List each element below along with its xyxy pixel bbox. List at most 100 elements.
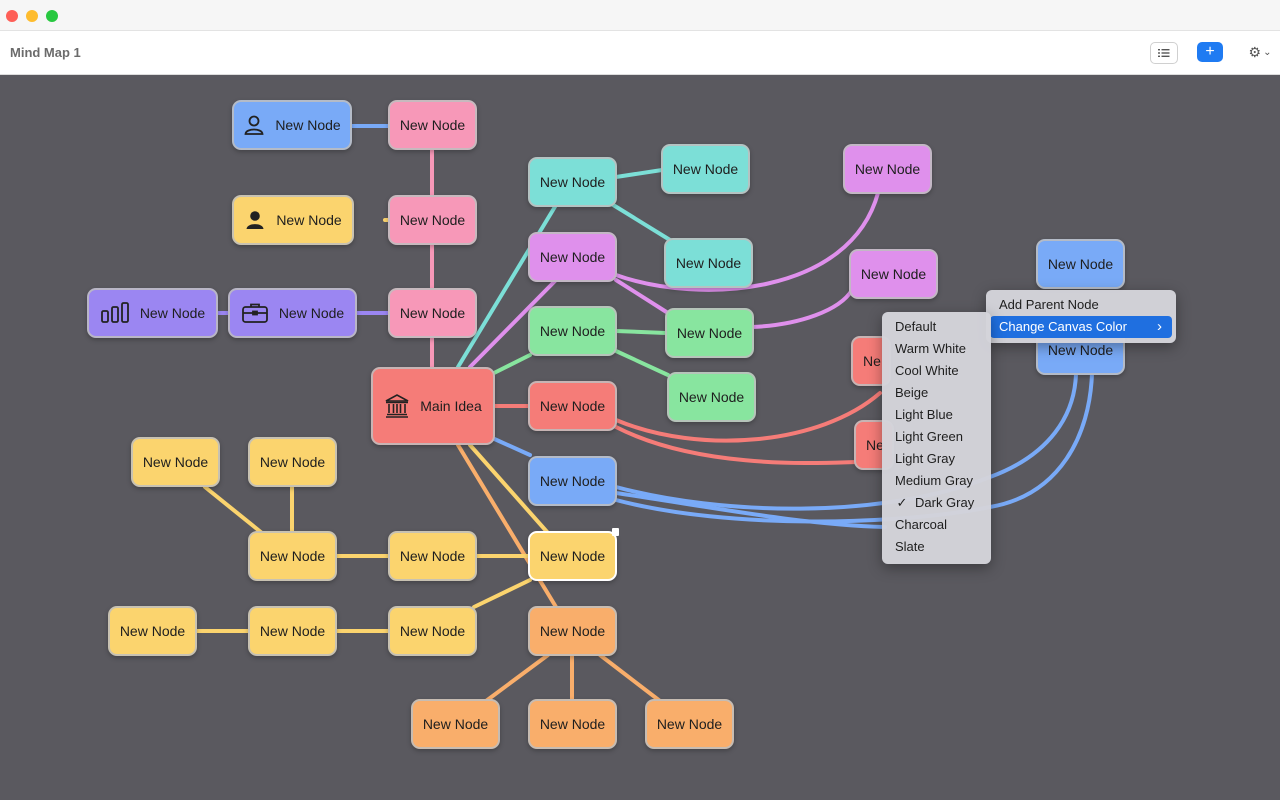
- node-cyan-3[interactable]: New Node: [664, 238, 753, 288]
- node-pink-1[interactable]: New Node: [388, 100, 477, 150]
- node-label: New Node: [399, 212, 466, 228]
- title-bar: [0, 0, 1280, 31]
- node-label: Ne: [863, 353, 881, 369]
- color-option-light-green[interactable]: Light Green: [882, 426, 991, 448]
- node-label: Ne: [866, 437, 884, 453]
- node-label: New Node: [275, 117, 341, 133]
- node-orange-1[interactable]: New Node: [528, 606, 617, 656]
- node-pink-2[interactable]: New Node: [388, 195, 477, 245]
- node-label: New Node: [399, 623, 466, 639]
- node-person-outline[interactable]: New Node: [232, 100, 352, 150]
- node-yellow-5[interactable]: New Node: [108, 606, 197, 656]
- node-orange-4[interactable]: New Node: [645, 699, 734, 749]
- bar-chart-icon: [100, 302, 130, 324]
- color-option-light-blue[interactable]: Light Blue: [882, 404, 991, 426]
- node-label: New Node: [422, 716, 489, 732]
- color-option-label: Default: [895, 319, 937, 334]
- node-label: New Node: [854, 161, 921, 177]
- zoom-button[interactable]: [46, 10, 58, 22]
- node-yellow-3[interactable]: New Node: [248, 531, 337, 581]
- color-option-default[interactable]: Default: [882, 316, 991, 338]
- color-option-medium-gray[interactable]: Medium Gray: [882, 470, 991, 492]
- chevron-down-icon: ⌄: [1263, 46, 1272, 58]
- briefcase-icon: [241, 302, 269, 324]
- node-label: New Node: [1047, 342, 1114, 358]
- node-orange-3[interactable]: New Node: [528, 699, 617, 749]
- node-label: New Node: [656, 716, 723, 732]
- node-label: New Node: [142, 454, 209, 470]
- node-label: Main Idea: [420, 398, 482, 414]
- node-label: New Node: [259, 454, 326, 470]
- node-cyan-2[interactable]: New Node: [661, 144, 750, 194]
- node-yellow-4[interactable]: New Node: [388, 531, 477, 581]
- node-label: New Node: [276, 212, 342, 228]
- node-yellow-2[interactable]: New Node: [248, 437, 337, 487]
- color-option-beige[interactable]: Beige: [882, 382, 991, 404]
- node-magenta-3[interactable]: New Node: [849, 249, 938, 299]
- outline-toggle-button[interactable]: [1150, 42, 1178, 64]
- node-label: New Node: [675, 255, 742, 271]
- node-label: New Node: [676, 325, 743, 341]
- node-blue-1[interactable]: New Node: [528, 456, 617, 506]
- menu-item-label: Change Canvas Color: [999, 319, 1127, 334]
- color-option-label: Light Gray: [895, 451, 955, 466]
- color-option-dark-gray[interactable]: ✓ Dark Gray: [882, 492, 991, 514]
- checkmark-icon: ✓: [896, 495, 908, 510]
- node-orange-2[interactable]: New Node: [411, 699, 500, 749]
- node-pink-3[interactable]: New Node: [388, 288, 477, 338]
- node-label: New Node: [539, 323, 606, 339]
- node-label: New Node: [678, 389, 745, 405]
- node-person-filled[interactable]: New Node: [232, 195, 354, 245]
- node-label: New Node: [860, 266, 927, 282]
- color-option-label: Warm White: [895, 341, 967, 356]
- plus-icon: +: [1205, 43, 1215, 60]
- node-yellow-7[interactable]: New Node: [388, 606, 477, 656]
- node-green-2[interactable]: New Node: [665, 308, 754, 358]
- node-label: New Node: [399, 117, 466, 133]
- node-label: New Node: [539, 548, 606, 564]
- node-magenta-1[interactable]: New Node: [528, 232, 617, 282]
- settings-menu-button[interactable]: ⚙ ⌄: [1244, 42, 1276, 62]
- node-blue-2[interactable]: New Node: [1036, 239, 1125, 289]
- color-option-charcoal[interactable]: Charcoal: [882, 514, 991, 536]
- color-option-slate[interactable]: Slate: [882, 536, 991, 558]
- node-main-idea[interactable]: Main Idea: [371, 367, 495, 445]
- color-option-cool-white[interactable]: Cool White: [882, 360, 991, 382]
- node-magenta-2[interactable]: New Node: [843, 144, 932, 194]
- node-briefcase[interactable]: New Node: [228, 288, 357, 338]
- resize-handle[interactable]: [612, 528, 619, 536]
- menu-item-add-parent-node[interactable]: Add Parent Node: [999, 297, 1099, 312]
- node-label: New Node: [539, 623, 606, 639]
- color-option-label: Dark Gray: [915, 495, 975, 510]
- add-node-button[interactable]: +: [1197, 42, 1223, 62]
- node-label: New Node: [259, 548, 326, 564]
- node-context-menu: Add Parent Node Change Canvas Color ›: [986, 290, 1176, 343]
- node-chart[interactable]: New Node: [87, 288, 218, 338]
- node-label: New Node: [539, 174, 606, 190]
- person-filled-icon: [244, 209, 266, 231]
- node-label: New Node: [1047, 256, 1114, 272]
- node-green-3[interactable]: New Node: [667, 372, 756, 422]
- person-icon: [243, 114, 265, 136]
- minimize-button[interactable]: [26, 10, 38, 22]
- node-red-1[interactable]: New Node: [528, 381, 617, 431]
- toolbar: Mind Map 1 + ⚙ ⌄: [0, 31, 1280, 75]
- color-option-warm-white[interactable]: Warm White: [882, 338, 991, 360]
- chevron-right-icon: ›: [1157, 318, 1162, 335]
- node-yellow-6[interactable]: New Node: [248, 606, 337, 656]
- node-label: New Node: [539, 716, 606, 732]
- menu-item-change-canvas-color[interactable]: Change Canvas Color ›: [990, 316, 1172, 338]
- node-yellow-1[interactable]: New Node: [131, 437, 220, 487]
- node-label: New Node: [539, 398, 606, 414]
- node-label: New Node: [539, 249, 606, 265]
- node-label: New Node: [139, 305, 206, 321]
- node-green-1[interactable]: New Node: [528, 306, 617, 356]
- color-option-label: Light Green: [895, 429, 963, 444]
- color-option-light-gray[interactable]: Light Gray: [882, 448, 991, 470]
- close-button[interactable]: [6, 10, 18, 22]
- node-yellow-selected[interactable]: New Node: [528, 531, 617, 581]
- node-cyan-1[interactable]: New Node: [528, 157, 617, 207]
- node-label: New Node: [119, 623, 186, 639]
